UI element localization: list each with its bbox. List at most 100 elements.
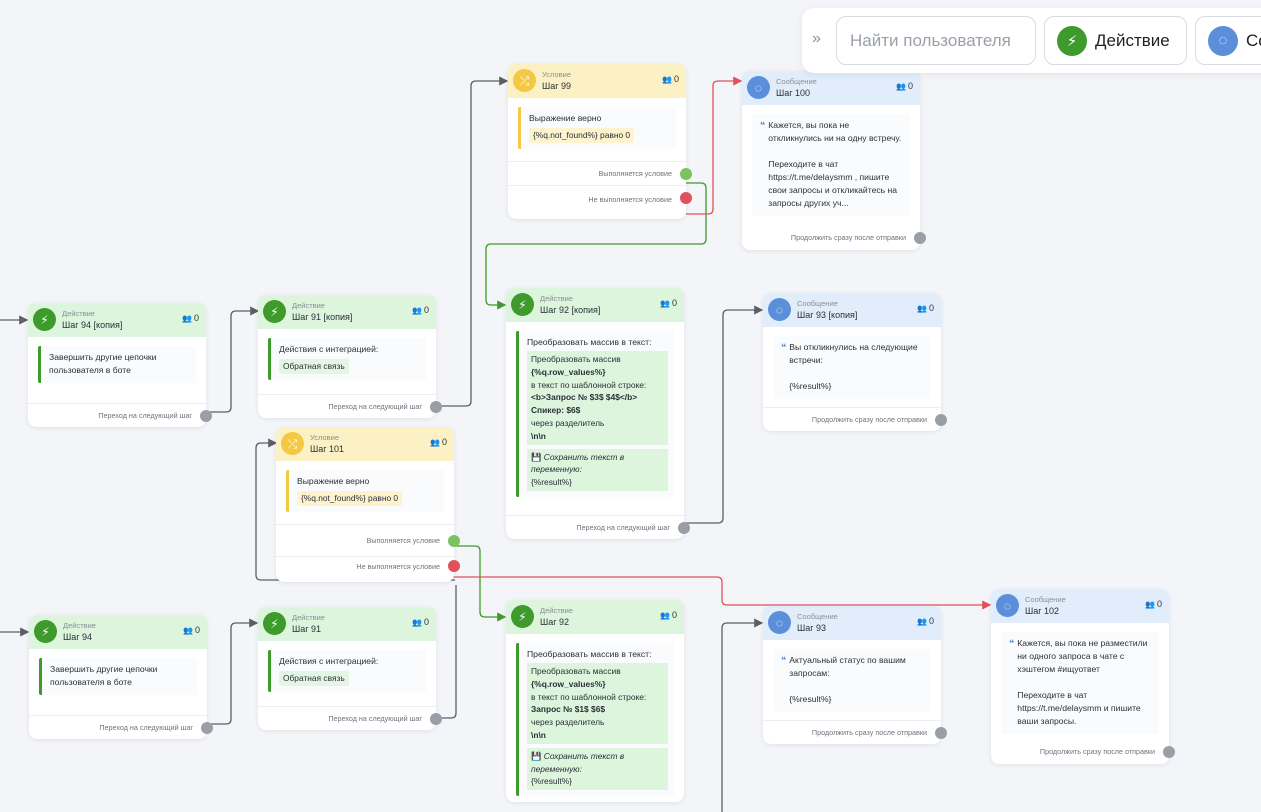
output-port[interactable]: [678, 521, 690, 534]
message-card[interactable]: ❝ Актуальный статус по вашим запросам: {…: [773, 649, 931, 712]
node-header[interactable]: ◌ Сообщение Шаг 100 👥0: [742, 71, 920, 105]
node-step-102[interactable]: ◌ Сообщение Шаг 102 👥0 ❝ Кажется, вы пок…: [991, 589, 1175, 764]
condition-card[interactable]: Выражение верно {%q.not_found%} равно 0: [518, 107, 676, 149]
output-port[interactable]: [430, 401, 442, 413]
node-header[interactable]: ⚡ Действие Шаг 91 👥0: [258, 607, 436, 641]
save-variable-block: 💾 Сохранить текст в переменную: {%result…: [527, 747, 668, 791]
action-card[interactable]: Завершить другие цепочки пользователя в …: [39, 658, 197, 695]
node-output: Продолжить сразу после отправки: [763, 407, 947, 431]
node-title: Шаг 102: [1025, 606, 1060, 616]
quote-icon: ❝: [781, 655, 787, 665]
node-users-count: 👥0: [412, 305, 429, 315]
integration-chip: Обратная связь: [279, 671, 349, 686]
array-to-text-block: Преобразовать массив {%q.row_values%} в …: [527, 351, 668, 445]
node-output: Продолжить сразу после отправки: [742, 226, 926, 250]
node-step-93-copy[interactable]: ◌ Сообщение Шаг 93 [копия] 👥0 ❝ Вы откли…: [763, 293, 947, 431]
false-port[interactable]: [448, 560, 460, 572]
users-icon: 👥: [183, 626, 193, 635]
node-output: Переход на следующий шаг: [506, 514, 690, 539]
node-header[interactable]: ⚡ Действие Шаг 92 [копия] 👥0: [506, 288, 684, 322]
output-port[interactable]: [935, 727, 947, 739]
shuffle-icon: ⤮: [281, 432, 304, 455]
users-icon: 👥: [1145, 600, 1155, 609]
users-icon: 👥: [412, 306, 422, 315]
node-step-91-copy[interactable]: ⚡ Действие Шаг 91 [копия] 👥0 Действия с …: [258, 295, 442, 418]
node-step-94-copy[interactable]: ⚡ Действие Шаг 94 [копия] 👥0 Завершить д…: [28, 303, 212, 427]
wire: [684, 305, 764, 524]
message-card[interactable]: ❝ Кажется, вы пока не разместили ни одно…: [1001, 632, 1159, 734]
output-port[interactable]: [201, 722, 213, 734]
condition-card[interactable]: Выражение верно {%q.not_found%} равно 0: [286, 470, 444, 512]
users-icon: 👥: [412, 618, 422, 627]
users-icon: 👥: [896, 82, 906, 91]
node-type: Действие: [540, 294, 573, 303]
node-users-count: 👥0: [660, 298, 677, 308]
shuffle-icon: ⤮: [513, 69, 536, 92]
node-title: Шаг 92: [540, 617, 570, 627]
top-toolbar: » ⚡ Действие ◌ Со: [802, 8, 1261, 73]
message-card[interactable]: ❝ Вы откликнулись на следующие встречи: …: [773, 336, 931, 399]
node-step-94[interactable]: ⚡ Действие Шаг 94 👥0 Завершить другие це…: [29, 615, 213, 739]
node-step-91[interactable]: ⚡ Действие Шаг 91 👥0 Действия с интеграц…: [258, 607, 442, 730]
node-users-count: 👥0: [917, 616, 934, 626]
node-users-count: 👥0: [662, 74, 679, 84]
action-card[interactable]: Действия с интеграцией: Обратная связь: [268, 338, 426, 380]
node-step-92-copy[interactable]: ⚡ Действие Шаг 92 [копия] 👥0 Преобразова…: [506, 288, 690, 539]
node-header[interactable]: ◌ Сообщение Шаг 102 👥0: [991, 589, 1169, 623]
node-header[interactable]: ⚡ Действие Шаг 94 [копия] 👥0: [28, 303, 206, 337]
node-header[interactable]: ⚡ Действие Шаг 92 👥0: [506, 600, 684, 634]
double-chevron-icon[interactable]: »: [812, 30, 821, 47]
node-output: Переход на следующий шаг: [29, 715, 213, 739]
output-port[interactable]: [200, 410, 212, 422]
chat-bubble-icon: ◌: [996, 594, 1019, 617]
user-search-input[interactable]: [836, 16, 1036, 65]
node-users-count: 👥0: [412, 617, 429, 627]
action-card[interactable]: Преобразовать массив в текст: Преобразов…: [516, 643, 674, 797]
node-header[interactable]: ◌ Сообщение Шаг 93 👥0: [763, 606, 941, 640]
action-card[interactable]: Действия с интеграцией: Обратная связь: [268, 650, 426, 692]
wire: [436, 585, 457, 719]
node-type: Действие: [292, 301, 325, 310]
node-step-92[interactable]: ⚡ Действие Шаг 92 👥0 Преобразовать масси…: [506, 600, 684, 803]
node-type: Условие: [310, 433, 339, 442]
node-type: Действие: [62, 309, 95, 318]
users-icon: 👥: [662, 75, 672, 84]
quote-icon: ❝: [760, 120, 766, 130]
node-step-99[interactable]: ⤮ Условие Шаг 99 👥0 Выражение верно {%q.…: [508, 64, 692, 219]
node-type: Действие: [63, 621, 96, 630]
node-header[interactable]: ⤮ Условие Шаг 101 👥0: [276, 427, 454, 461]
node-header[interactable]: ⚡ Действие Шаг 94 👥0: [29, 615, 207, 649]
add-action-button[interactable]: ⚡ Действие: [1044, 16, 1187, 65]
node-title: Шаг 91: [292, 624, 322, 634]
true-port[interactable]: [448, 535, 460, 547]
wire: [721, 618, 764, 812]
condition-false-output: Не выполняется условие: [508, 185, 692, 219]
chat-bubble-icon: ◌: [768, 298, 791, 321]
false-port[interactable]: [680, 192, 692, 204]
action-card[interactable]: Преобразовать массив в текст: Преобразов…: [516, 331, 674, 497]
action-card[interactable]: Завершить другие цепочки пользователя в …: [38, 346, 196, 383]
output-port[interactable]: [914, 232, 926, 244]
node-type: Сообщение: [776, 77, 817, 86]
node-step-100[interactable]: ◌ Сообщение Шаг 100 👥0 ❝ Кажется, вы пок…: [742, 71, 926, 250]
node-title: Шаг 93 [копия]: [797, 310, 858, 320]
message-card[interactable]: ❝ Кажется, вы пока не откликнулись ни на…: [752, 114, 910, 216]
users-icon: 👥: [430, 438, 440, 447]
node-output: Переход на следующий шаг: [258, 394, 442, 418]
condition-false-output: Не выполняется условие: [276, 556, 460, 582]
node-title: Шаг 99: [542, 81, 572, 91]
node-users-count: 👥0: [1145, 599, 1162, 609]
output-port[interactable]: [430, 713, 442, 725]
node-title: Шаг 91 [копия]: [292, 312, 353, 322]
node-header[interactable]: ⤮ Условие Шаг 99 👥0: [508, 64, 686, 98]
node-header[interactable]: ⚡ Действие Шаг 91 [копия] 👥0: [258, 295, 436, 329]
node-header[interactable]: ◌ Сообщение Шаг 93 [копия] 👥0: [763, 293, 941, 327]
node-step-93[interactable]: ◌ Сообщение Шаг 93 👥0 ❝ Актуальный стату…: [763, 606, 947, 744]
lightning-icon: ⚡: [511, 605, 534, 628]
output-port[interactable]: [1163, 746, 1175, 758]
output-port[interactable]: [935, 414, 947, 426]
true-port[interactable]: [680, 168, 692, 180]
save-variable-block: 💾 Сохранить текст в переменную: {%result…: [527, 448, 668, 491]
node-step-101[interactable]: ⤮ Условие Шаг 101 👥0 Выражение верно {%q…: [276, 427, 460, 582]
add-message-button[interactable]: ◌ Со: [1195, 16, 1261, 65]
